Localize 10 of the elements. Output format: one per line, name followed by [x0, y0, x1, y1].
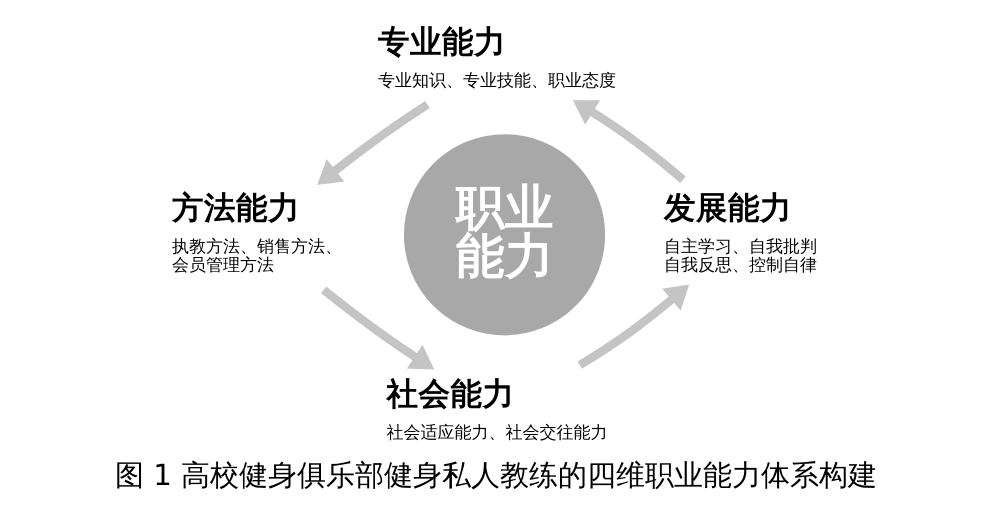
caption: 图 1 高校健身俱乐部健身私人教练的四维职业能力体系构建: [114, 458, 878, 492]
node-text: 专业能力 专业知识、专业技能、职业态度: [378, 24, 616, 91]
node-text: 社会能力 社会适应能力、社会交往能力: [386, 376, 608, 443]
arrow: [578, 284, 690, 369]
arrow: [572, 100, 686, 184]
arrow: [320, 286, 434, 370]
node-text: 方法能力 执教方法、销售方法、会员管理方法: [172, 190, 342, 276]
node-circle: 职业能力: [404, 134, 606, 336]
arrow: [317, 101, 430, 185]
node-text: 发展能力 自主学习、自我批判自我反思、控制自律: [664, 190, 818, 276]
